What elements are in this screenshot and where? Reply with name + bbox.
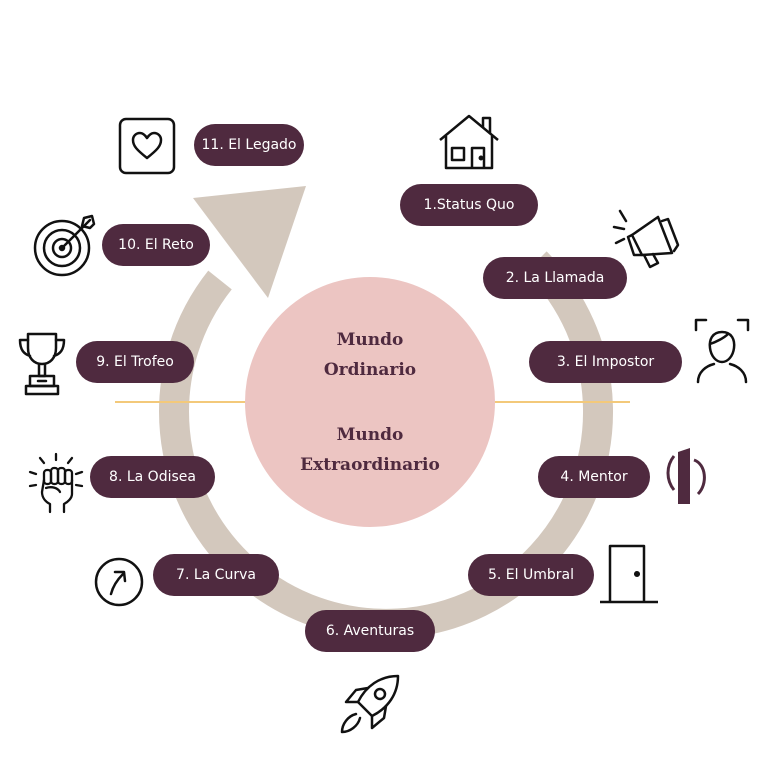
stage-5-pill: 5. El Umbral <box>468 554 594 596</box>
cycle-arrowhead <box>193 186 306 298</box>
house-icon <box>436 112 502 172</box>
target-icon <box>32 212 100 278</box>
extraordinary-world-label: Mundo Extraordinario <box>270 420 470 480</box>
mentor-logo-icon <box>666 446 708 508</box>
stage-4-pill: 4. Mentor <box>538 456 650 498</box>
stage-3-pill: 3. El Impostor <box>529 341 682 383</box>
face-scan-icon <box>694 318 750 384</box>
stage-7-pill: 7. La Curva <box>153 554 279 596</box>
curve-arrow-icon <box>93 556 145 608</box>
stage-10-pill: 10. El Reto <box>102 224 210 266</box>
fist-icon <box>26 452 86 514</box>
stage-2-pill: 2. La Llamada <box>483 257 627 299</box>
stage-1-pill: 1.Status Quo <box>400 184 538 226</box>
door-icon <box>598 542 660 606</box>
stage-11-pill: 11. El Legado <box>194 124 304 166</box>
stage-8-pill: 8. La Odisea <box>90 456 215 498</box>
center-circle <box>245 277 495 527</box>
rocket-icon <box>334 668 406 740</box>
trophy-icon <box>16 330 68 398</box>
extraordinary-world-line1: Mundo <box>336 425 404 445</box>
megaphone-icon <box>610 205 682 271</box>
ordinary-world-line1: Mundo <box>336 330 404 350</box>
ordinary-world-label: Mundo Ordinario <box>270 325 470 385</box>
stage-6-pill: 6. Aventuras <box>305 610 435 652</box>
heart-icon <box>117 116 177 176</box>
ordinary-world-line2: Ordinario <box>323 360 417 380</box>
extraordinary-world-line2: Extraordinario <box>300 455 440 475</box>
stage-9-pill: 9. El Trofeo <box>76 341 194 383</box>
